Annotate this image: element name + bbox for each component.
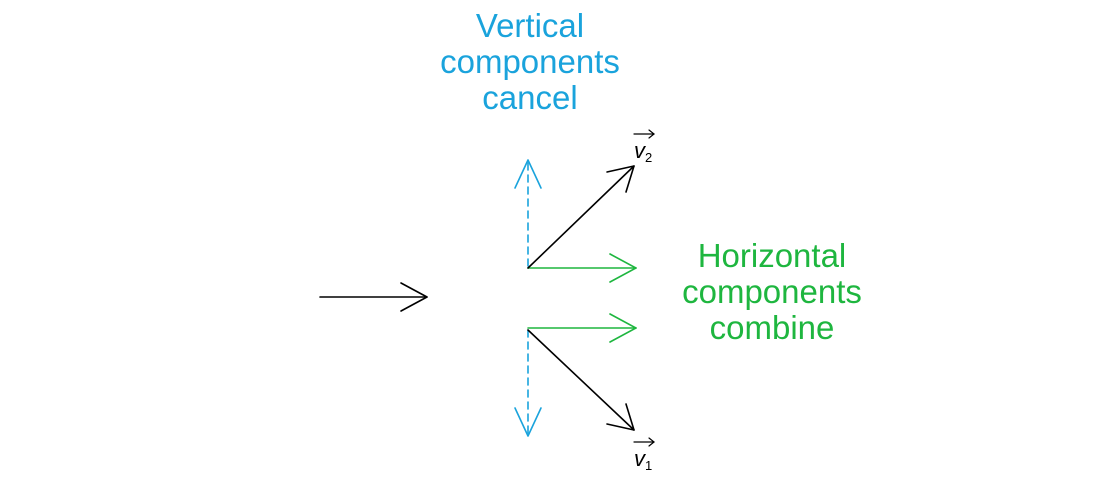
vertical-component-down-arrow [514,329,542,437]
vertical-label-line-2: components [440,43,620,80]
horizontal-label-line-2: components [682,273,862,310]
vector-v2-arrow [527,165,635,269]
vertical-label-line-1: Vertical [475,7,585,44]
vector-v2-letter: v [634,138,647,163]
vector-v1-arrow [527,329,635,431]
vector-v1-label: v1 [633,437,655,473]
svg-text:v1: v1 [634,446,652,473]
vector-v2-label: v2 [633,129,655,165]
horizontal-label-line-3: combine [709,309,835,346]
horizontal-component-upper-arrow [527,253,637,283]
vector-v2-subscript: 2 [645,150,652,165]
vertical-label-line-3: cancel [482,79,578,116]
vector-v1-subscript: 1 [645,458,652,473]
vector-v1-letter: v [634,446,647,471]
vector-arrow-icon [633,437,655,447]
svg-text:v2: v2 [634,138,652,165]
incoming-arrow [319,282,428,312]
vertical-component-up-arrow [514,159,542,267]
horizontal-component-lower-arrow [527,313,637,343]
horizontal-components-label: Horizontal components combine [652,238,892,346]
vertical-components-label: Vertical components cancel [410,8,650,116]
vector-arrow-icon [633,129,655,139]
horizontal-label-line-1: Horizontal [697,237,847,274]
